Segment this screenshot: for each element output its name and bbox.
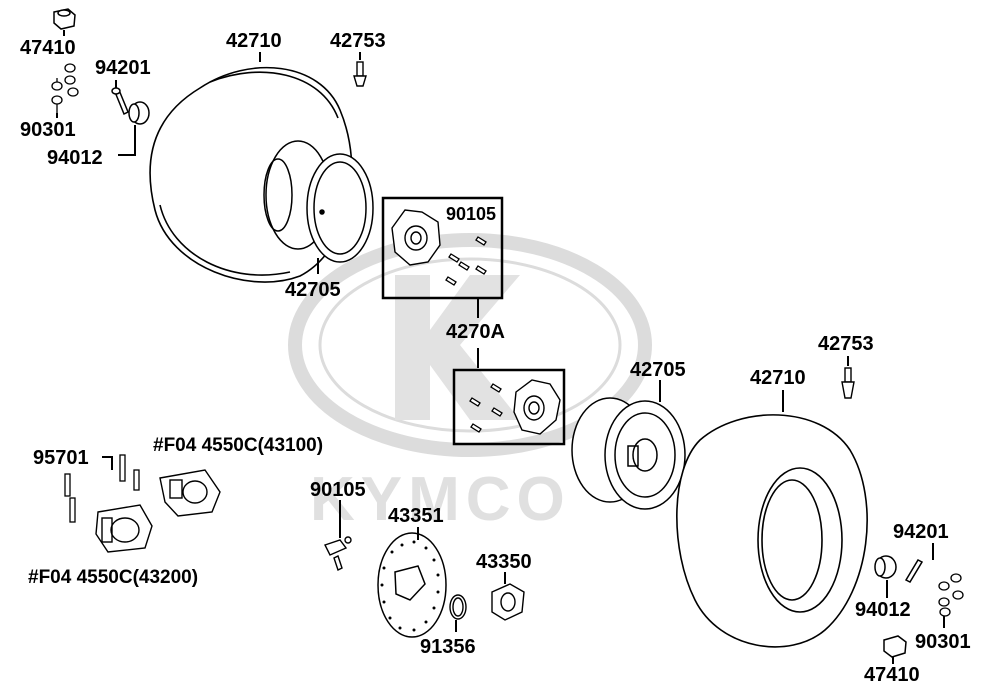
label-F04-43100: #F04 4550C(43100) (153, 435, 324, 456)
label-94201-right: 94201 (893, 521, 949, 543)
label-4270A: 4270A (446, 321, 505, 343)
label-47410-right: 47410 (864, 664, 920, 686)
label-90301-right: 90301 (915, 631, 971, 653)
label-90105-top: 90105 (446, 204, 497, 224)
stud-bolts-90105-top (445, 236, 487, 286)
kymco-watermark-text: KYMCO (310, 465, 571, 534)
brake-caliper-43200 (95, 504, 153, 553)
label-94201-top: 94201 (95, 57, 151, 79)
castle-nut-94012-right (874, 555, 897, 579)
label-42710-right: 42710 (750, 367, 806, 389)
circlip-91356 (449, 594, 467, 620)
label-42710-top: 42710 (226, 30, 282, 52)
abs-sensor-90105-mid (324, 536, 352, 571)
leader-lines (56, 30, 945, 664)
label-42753-top: 42753 (330, 30, 386, 52)
castle-nut-94012-top (128, 101, 150, 125)
label-43351: 43351 (388, 505, 444, 527)
rim-42705-top (263, 140, 374, 263)
brake-hub-43350 (491, 583, 525, 621)
kymco-watermark-logo (288, 233, 652, 457)
brake-disc-43351 (377, 532, 447, 638)
hub-4270A-top (391, 209, 441, 266)
rim-42705-right (571, 397, 686, 510)
label-94012-right: 94012 (855, 599, 911, 621)
label-90301-top: 90301 (20, 119, 76, 141)
label-42705-right: 42705 (630, 359, 686, 381)
hub-4270A-bottom (513, 379, 561, 435)
cotter-pin-94201-right (904, 559, 924, 583)
washer-set-90301-top (51, 63, 79, 113)
lock-nut-47410-right (883, 635, 907, 658)
label-95701: 95701 (33, 447, 89, 469)
label-F04-43200: #F04 4550C(43200) (28, 567, 199, 588)
tire-42710-right (676, 414, 868, 648)
hub-assembly-box-bottom (452, 368, 566, 446)
label-42753-right: 42753 (818, 333, 874, 355)
label-42705-top: 42705 (285, 279, 341, 301)
valve-stem-42753-right (841, 367, 855, 399)
label-94012-top: 94012 (47, 147, 103, 169)
caliper-bolts-95701 (64, 454, 140, 523)
label-47410-top: 47410 (20, 37, 76, 59)
stud-bolts-90105-bottom (469, 383, 503, 433)
washer-set-90301-right (938, 573, 964, 617)
brake-caliper-43100 (159, 469, 221, 517)
valve-stem-42753-top (353, 61, 367, 87)
label-43350: 43350 (476, 551, 532, 573)
label-91356: 91356 (420, 636, 476, 658)
label-90105-mid: 90105 (310, 479, 366, 501)
lock-nut-47410-top (53, 8, 76, 30)
cotter-pin-94201-top (111, 87, 129, 116)
hub-assembly-box-top (381, 196, 504, 300)
